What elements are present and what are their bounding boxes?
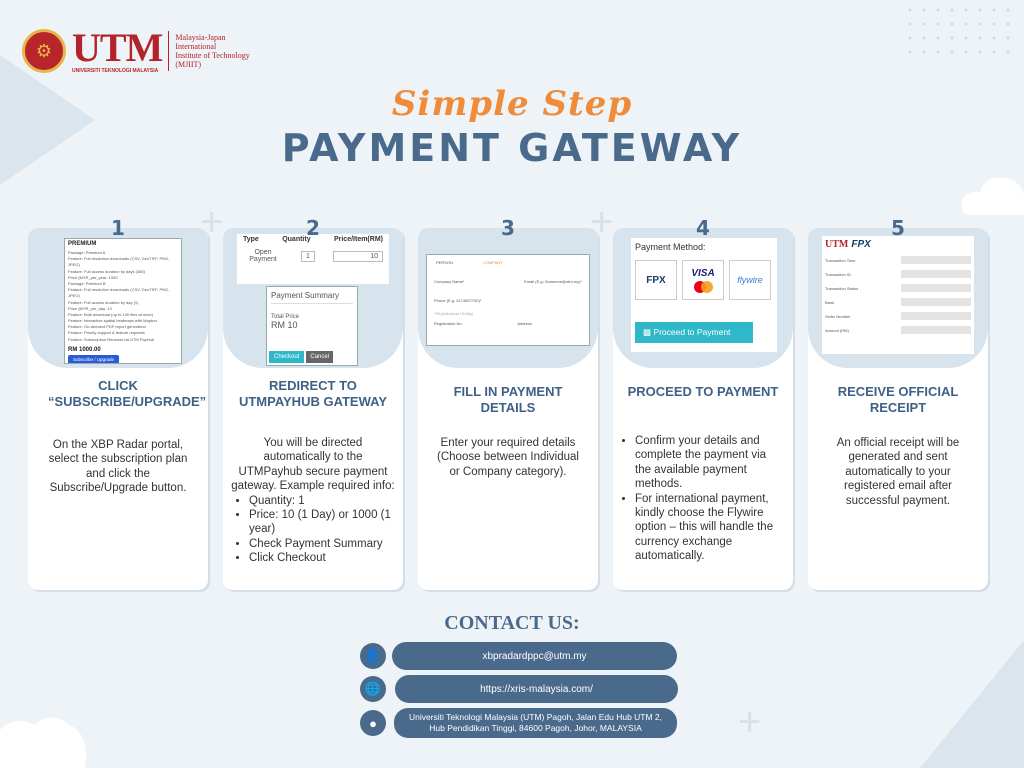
radio-person[interactable]: PERSON <box>436 260 453 265</box>
contact-email[interactable]: xbpradardppc@utm.my <box>392 642 677 670</box>
logo-divider <box>168 31 170 71</box>
logo-utm-subtitle: UNIVERSITI TEKNOLOGI MALAYSIA <box>72 68 159 74</box>
utm-mjiit-logo: ⚙ UTM UNIVERSITI TEKNOLOGI MALAYSIA Mala… <box>22 28 250 74</box>
fpx-option[interactable]: FPX <box>635 260 677 300</box>
proceed-to-payment-button[interactable]: ▩ Proceed to Payment <box>635 322 753 343</box>
logo-mjiit-text: Malaysia-Japan International Institute o… <box>175 32 250 70</box>
user-icon: 👤 <box>360 643 386 669</box>
contact-address: Universiti Teknologi Malaysia (UTM) Pago… <box>394 708 677 738</box>
background-cloud-right <box>961 177 1024 215</box>
step-body: You will be directed automatically to th… <box>223 436 403 565</box>
contact-address-row: ● Universiti Teknologi Malaysia (UTM) Pa… <box>360 708 677 738</box>
step-card-3: PERSON COMPANY Company Name*Email (E.g: … <box>418 228 598 590</box>
step-body: On the XBP Radar portal, select the subs… <box>48 439 188 495</box>
step-number: 2 <box>306 216 320 240</box>
plan-price: RM 1000.00 <box>68 346 101 353</box>
step-number: 4 <box>696 216 710 240</box>
title-script: Simple Step <box>391 84 633 124</box>
payment-method-screenshot: Payment Method: FPX VISA flywire ▩ Proce… <box>631 238 777 352</box>
location-pin-icon: ● <box>360 710 386 736</box>
step-title: RECEIVE OFFICIAL RECEIPT <box>837 384 959 415</box>
step-number: 3 <box>501 216 515 240</box>
step-title: FILL IN PAYMENT DETAILS <box>453 384 563 415</box>
price-field[interactable]: 10 <box>333 250 383 262</box>
payment-details-form-screenshot: PERSON COMPANY Company Name*Email (E.g: … <box>426 254 590 346</box>
flywire-option[interactable]: flywire <box>729 260 771 300</box>
step-body: Enter your required details (Choose betw… <box>437 437 579 478</box>
visa-mastercard-option[interactable]: VISA <box>682 260 724 300</box>
utm-seal-icon: ⚙ <box>22 29 66 73</box>
step-card-4: Payment Method: FPX VISA flywire ▩ Proce… <box>613 228 793 590</box>
subscribe-upgrade-button[interactable]: Subscribe / Upgrade <box>68 354 120 363</box>
background-triangle-right <box>920 640 1024 768</box>
step-body: An official receipt will be generated an… <box>836 437 960 507</box>
contact-website-row: 🌐 https://xris-malaysia.com/ <box>360 675 678 703</box>
mastercard-icon <box>693 280 713 293</box>
contact-email-row: 👤 xbpradardppc@utm.my <box>360 642 677 670</box>
contact-website[interactable]: https://xris-malaysia.com/ <box>395 675 678 703</box>
background-dots <box>908 8 1010 54</box>
step-title: REDIRECT TO UTMPAYHUB GATEWAY <box>238 378 388 409</box>
cancel-button[interactable]: Cancel <box>306 351 334 363</box>
official-receipt-screenshot: UTM FPX Transaction Time Transaction ID … <box>822 236 974 354</box>
payment-summary-panel: Payment Summary Total Price RM 10 Checko… <box>266 286 358 366</box>
step-title: PROCEED TO PAYMENT <box>627 384 779 399</box>
step-title: CLICK “SUBSCRIBE/UPGRADE” <box>48 378 207 409</box>
quantity-field[interactable]: 1 <box>301 250 315 262</box>
background-triangle-left <box>0 55 95 185</box>
step-card-5: UTM FPX Transaction Time Transaction ID … <box>808 228 988 590</box>
checkout-button[interactable]: Checkout <box>269 351 305 363</box>
step-number: 1 <box>111 216 125 240</box>
step-body: Confirm your details and complete the pa… <box>613 434 793 563</box>
globe-icon: 🌐 <box>360 676 386 702</box>
page-title: PAYMENT GATEWAY <box>281 126 743 170</box>
contact-title: CONTACT US: <box>444 612 580 634</box>
radio-company[interactable]: COMPANY <box>482 260 503 265</box>
plus-decoration: + <box>738 700 762 744</box>
logo-utm-text: UTM <box>72 25 163 70</box>
step-number: 5 <box>891 216 905 240</box>
background-cloud-left <box>0 717 86 768</box>
